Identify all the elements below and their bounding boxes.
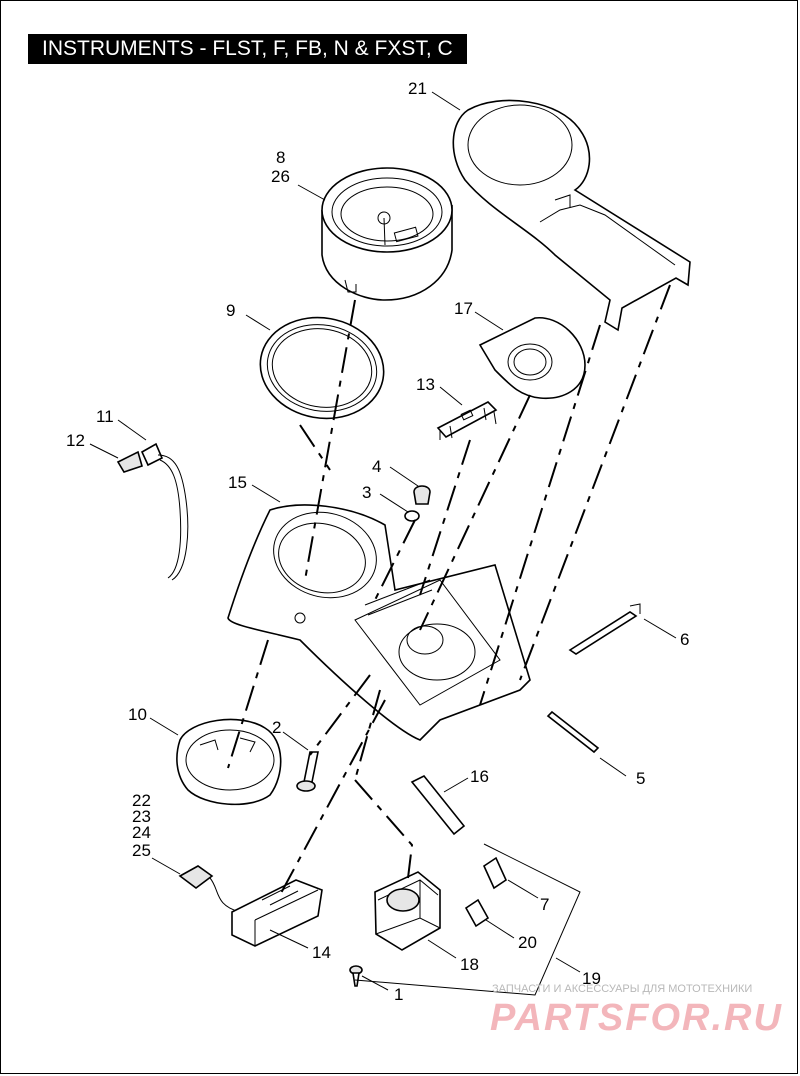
part-21-console-pad — [452, 99, 691, 332]
callout-4: 4 — [372, 457, 381, 476]
callout-24: 24 — [132, 823, 151, 842]
part-8-speedometer — [321, 167, 453, 301]
part-1-screw — [349, 965, 363, 987]
callout-9: 9 — [226, 301, 235, 320]
callout-22: 22 — [132, 791, 151, 810]
callout-20: 20 — [518, 933, 537, 952]
callout-21: 21 — [408, 79, 427, 98]
part-15-console-housing — [227, 504, 531, 741]
part-19-kit-bracket — [354, 843, 581, 996]
callout-25: 25 — [132, 841, 151, 860]
callout-23: 23 — [132, 807, 151, 826]
callout-8: 8 — [276, 148, 285, 167]
leader-lines — [89, 91, 677, 991]
part-20-tab — [464, 898, 490, 928]
callout-26: 26 — [271, 167, 290, 186]
callout-13: 13 — [416, 375, 435, 394]
callout-2: 2 — [272, 718, 281, 737]
watermark: ЗАПЧАСТИ И АКСЕССУАРЫ ДЛЯ МОТОТЕХНИКИ PA… — [490, 983, 783, 1039]
part-9-gasket-ring — [259, 316, 385, 420]
part-18-switch — [374, 871, 441, 951]
part-16-bracket — [410, 774, 466, 836]
callout-1: 1 — [394, 985, 403, 1004]
part-6-cable-strap — [568, 603, 641, 655]
watermark-brand: PARTSFOR.RU — [490, 997, 783, 1039]
part-13-indicator-lamp — [436, 401, 498, 440]
callout-17: 17 — [454, 299, 473, 318]
part-2-bolt — [296, 751, 319, 792]
part-5-cable-tie — [546, 710, 600, 754]
part-10-bezel — [176, 718, 282, 806]
part-14-module — [231, 879, 323, 947]
callout-11: 11 — [96, 407, 114, 426]
callout-12: 12 — [66, 431, 85, 450]
part-25-connector — [178, 865, 241, 913]
callout-labels: 21 8 26 17 9 13 11 12 4 3 15 6 10 2 5 22… — [66, 79, 689, 1004]
callout-6: 6 — [680, 630, 689, 649]
callout-18: 18 — [460, 955, 479, 974]
part-4-knob — [413, 485, 431, 505]
callout-19: 19 — [582, 969, 601, 988]
callout-3: 3 — [362, 483, 371, 502]
callout-7: 7 — [540, 895, 549, 914]
part-11-lamp-socket — [116, 442, 189, 581]
watermark-tagline: ЗАПЧАСТИ И АКСЕССУАРЫ ДЛЯ МОТОТЕХНИКИ — [492, 983, 752, 995]
assembly-lines — [227, 284, 671, 896]
callout-14: 14 — [312, 943, 331, 962]
part-3-washer — [404, 510, 420, 522]
part-17-indicator-pad — [478, 317, 586, 400]
callout-15: 15 — [228, 473, 247, 492]
part-7-key — [482, 856, 508, 890]
callout-10: 10 — [128, 705, 147, 724]
diagram-title: INSTRUMENTS - FLST, F, FB, N & FXST, C — [28, 34, 467, 64]
callout-16: 16 — [470, 767, 489, 786]
callout-5: 5 — [636, 769, 645, 788]
